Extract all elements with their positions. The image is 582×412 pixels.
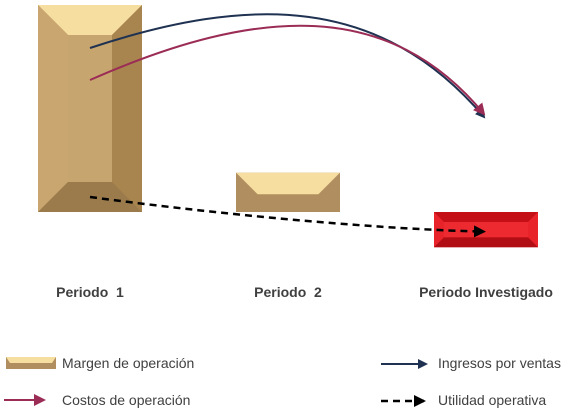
bar-periodo-1 [38,5,142,212]
bars-layer [38,5,538,248]
legend-label-costos: Costos de operación [62,392,190,408]
costos-de-operacion-arrow [89,24,486,116]
category-label-periodo-investigado: Periodo Investigado [419,284,553,300]
legend-label-ingresos: Ingresos por ventas [438,355,561,371]
utilidad-operativa-arrow [89,195,486,238]
legend: Margen de operación Costos de operación … [4,355,561,408]
legend-label-utilidad: Utilidad operativa [438,392,546,408]
legend-item-margen: Margen de operación [6,355,194,371]
bar-periodo-investigado [434,212,538,248]
bar-periodo-2 [236,172,340,212]
legend-swatch-margen [6,357,56,369]
arrows-layer [89,13,486,238]
category-label-periodo-1: Periodo 1 [56,284,124,300]
legend-item-costos: Costos de operación [4,392,190,408]
category-label-periodo-2: Periodo 2 [254,284,322,300]
legend-label-margen: Margen de operación [62,355,194,371]
ingresos-por-ventas-arrow [89,13,486,119]
legend-item-ingresos: Ingresos por ventas [381,355,561,371]
category-labels: Periodo 1 Periodo 2 Periodo Investigado [56,284,553,300]
legend-item-utilidad: Utilidad operativa [381,392,546,408]
